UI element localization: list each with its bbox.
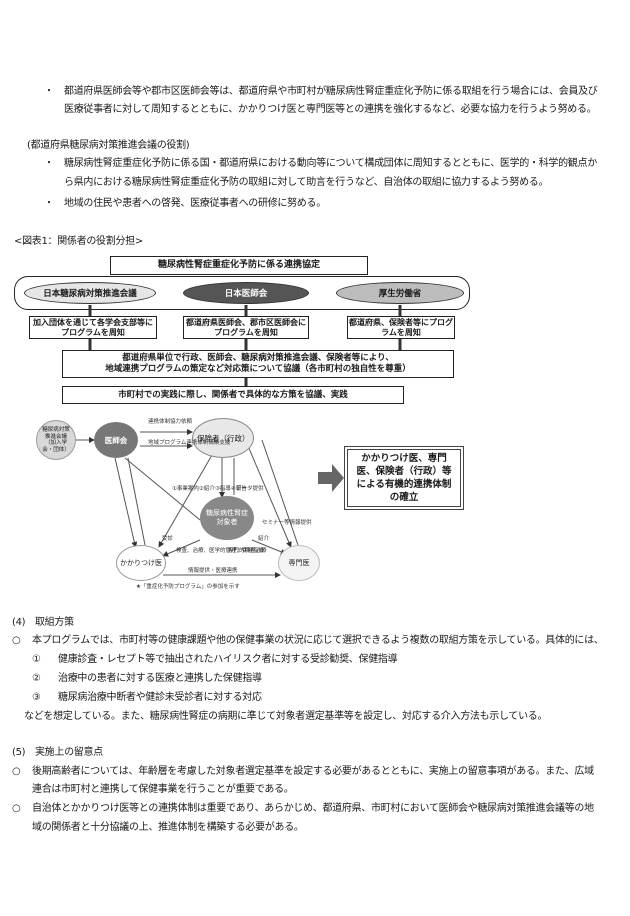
municipal-box: 市町村での実践に際し、関係者で具体的な方策を協議、実践 (62, 386, 404, 404)
municipal-box-text: 市町村での実践に際し、関係者で具体的な方策を協議、実践 (118, 389, 348, 400)
section-heading: (都道府県糖尿病対策推進会議の役割) (27, 140, 190, 151)
paragraph-line: ら県内における糖尿病性腎症重症化予防の取組に対して助言を行うなど、自治体の取組に… (64, 177, 549, 188)
agreement-title: 糖尿病性腎症重症化予防に係る連携協定 (157, 260, 320, 270)
item-number: ① (32, 654, 41, 665)
gp-node: かかりつけ医 (116, 545, 166, 581)
section4-heading: (4) 取組方策 (12, 617, 74, 628)
patient-node: 糖尿病性腎症対象者 (200, 496, 254, 540)
circle-marker: ○ (12, 635, 21, 646)
bullet: ・ (44, 158, 54, 169)
paragraph-line: 医療従事者に対して周知するとともに、かかりつけ医と専門医等との連携を強化するなど… (64, 104, 597, 115)
specialist-node-label: 専門医 (288, 558, 310, 567)
figure-note: ★「重症化予防プログラム」の参加を示す (136, 584, 240, 590)
item-number: ③ (32, 692, 41, 703)
figure-caption: <図表1：関係者の役割分担> (14, 236, 143, 247)
box-center: 都道府県医師会、郡市区医師会にプログラムを周知 (183, 316, 309, 339)
list-item: 糖尿病治療中断者や健診未受診者に対する対応 (58, 692, 262, 703)
agreement-title-box: 糖尿病性腎症重症化予防に係る連携協定 (110, 256, 368, 275)
bullet: ・ (44, 86, 54, 97)
label-specialist-treat: 専門的検査治療 (228, 548, 267, 554)
council-node-label: 糖尿病対策推進会議（加入学会・団体） (42, 427, 70, 453)
label-program: 地域プログラム連携体制構築支援 (148, 440, 231, 446)
prefecture-box-line2: 地域連携プログラムの策定など対応策について協議（各市町村の独自性を尊重） (105, 364, 411, 374)
paragraph-line: 域の関係者と十分協議の上、推進体制を構築する必要がある。 (32, 822, 304, 833)
label-info: 情報提供・医療連携 (188, 568, 238, 574)
org-center-label: 日本医師会 (224, 289, 268, 299)
label-treat: 検査、治療、医学的管理、保健指導 (176, 548, 265, 554)
doctor-assoc-node: 医師会 (94, 422, 138, 458)
doctor-assoc-node-label: 医師会 (104, 435, 128, 445)
label-referral: 紹介 (258, 536, 270, 542)
box-right: 都道府県、保険者等にプログラムを周知 (347, 316, 455, 339)
label-report: ①事業案内②紹介③指導④報告 (172, 486, 247, 492)
bullet: ・ (44, 198, 54, 209)
box-left-text: 加入団体を通じて各学会支部等にプログラムを周知 (33, 317, 153, 337)
label-visit: 受診 (162, 536, 174, 542)
organization-frame (14, 276, 470, 310)
prefecture-box: 都道府県単位で行政、医師会、糖尿病対策推進会議、保険者等により、 地域連携プログ… (62, 350, 454, 378)
label-data: データ提供 (236, 486, 264, 492)
gp-node-label: かかりつけ医 (119, 558, 163, 567)
box-left: 加入団体を通じて各学会支部等にプログラムを周知 (29, 316, 157, 339)
insurer-node: 保険者（行政） (192, 418, 254, 458)
org-right-oval: 厚生労働省 (336, 282, 464, 304)
paragraph-line: 連合は市町村と連携して保健事業を行うことが重要である。 (32, 784, 294, 795)
prefecture-box-line1: 都道府県単位で行政、医師会、糖尿病対策推進会議、保険者等により、 (122, 353, 394, 363)
box-center-text: 都道府県医師会、郡市区医師会にプログラムを周知 (186, 317, 306, 337)
paragraph-line: 地域の住民や患者への啓発、医療従事者への研修に努める。 (64, 198, 326, 209)
circle-marker: ○ (12, 766, 21, 777)
result-box-text: かかりつけ医、専門医、保険者（行政）等による有機的連携体制の確立 (356, 453, 452, 503)
label-collab: 連携体制協力依頼 (148, 419, 193, 425)
council-node: 糖尿病対策推進会議（加入学会・団体） (36, 420, 76, 460)
paragraph-line: 自治体とかかりつけ医等との連携体制は重要であり、あらかじめ、都道府県、市町村にお… (32, 803, 594, 814)
paragraph-line: 後期高齢者については、年齢層を考慮した対象者選定基準を設定する必要があるとともに… (32, 766, 594, 777)
label-seminar: セミナー等情報提供 (262, 520, 312, 526)
paragraph-line: 都道府県医師会等や郡市区医師会等は、都道府県や市町村が糖尿病性腎症重症化予防に係… (64, 86, 598, 97)
org-left-oval: 日本糖尿病対策推進会議 (24, 282, 156, 304)
circle-marker: ○ (12, 803, 21, 814)
section5-heading: (5) 実施上の留意点 (12, 747, 103, 758)
org-center-oval: 日本医師会 (183, 282, 309, 304)
box-right-text: 都道府県、保険者等にプログラムを周知 (349, 317, 453, 337)
item-number: ② (32, 673, 41, 684)
section4-intro: 本プログラムでは、市町村等の健康課題や他の保健事業の状況に応じて選択できるよう複… (32, 635, 604, 646)
result-box: かかりつけ医、専門医、保険者（行政）等による有機的連携体制の確立 (347, 449, 461, 507)
result-frame: かかりつけ医、専門医、保険者（行政）等による有機的連携体制の確立 (344, 446, 464, 510)
org-left-label: 日本糖尿病対策推進会議 (43, 289, 137, 299)
list-item: 健康診査・レセプト等で抽出されたハイリスク者に対する受診勧奨、保健指導 (58, 654, 398, 665)
list-item: 治療中の患者に対する医療と連携した保健指導 (58, 673, 262, 684)
patient-node-label: 糖尿病性腎症対象者 (206, 509, 248, 526)
insurer-node-label: 保険者（行政） (197, 433, 250, 443)
paragraph-line: 糖尿病性腎症重症化予防に係る国・都道府県における動向等について構成団体に周知する… (64, 158, 597, 169)
section4-closing: などを想定している。また、糖尿病性腎症の病期に準じて対象者選定基準等を設定し、対… (24, 711, 548, 722)
org-right-label: 厚生労働省 (378, 289, 422, 299)
specialist-node: 専門医 (278, 545, 320, 581)
